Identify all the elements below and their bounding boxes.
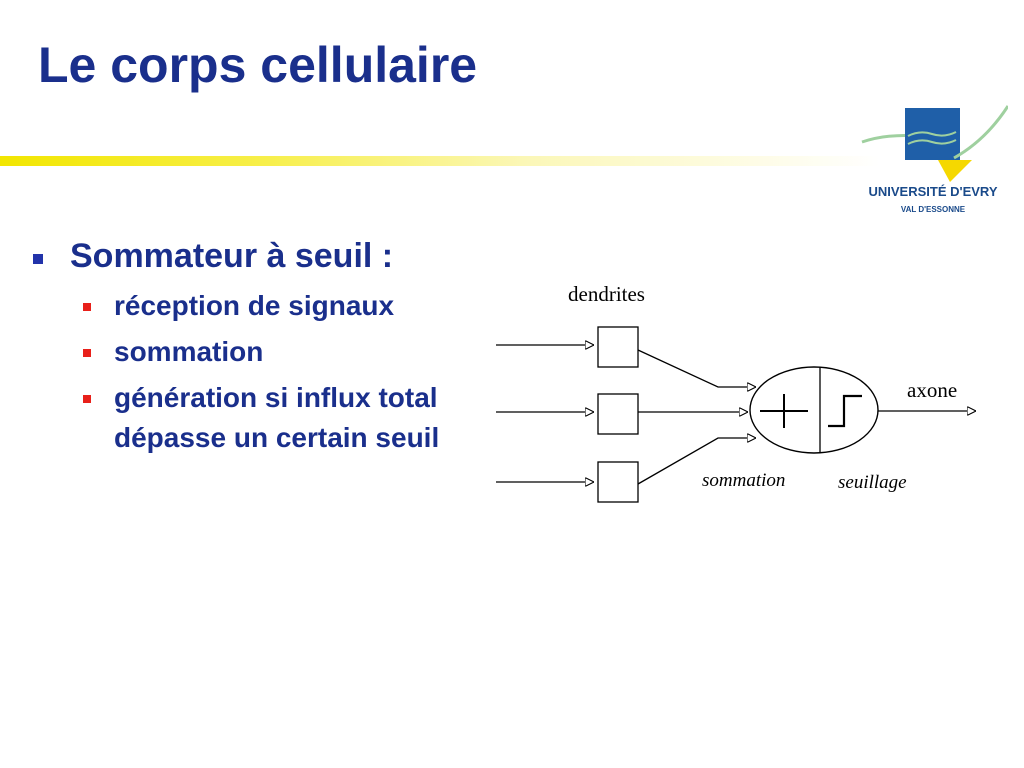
connector-3 <box>637 438 756 485</box>
logo-subname: VAL D'ESSONNE <box>900 205 966 214</box>
bullet-item-generation: génération si influx total dépasse un ce… <box>83 378 480 458</box>
title-underline <box>0 156 880 166</box>
university-logo <box>861 105 1008 182</box>
label-axone: axone <box>907 378 957 402</box>
plus-icon <box>760 394 808 428</box>
step-function-icon <box>828 394 862 428</box>
neuron-body <box>749 366 879 454</box>
label-seuillage: seuillage <box>838 472 907 493</box>
slide-title: Le corps cellulaire <box>38 37 478 93</box>
connector-1 <box>637 349 756 387</box>
dendrite-box-3 <box>597 461 639 503</box>
bullet-list: Sommateur à seuil : réception de signaux… <box>30 232 480 458</box>
neuron-diagram: dendrites axone sommation seuillage <box>496 282 976 503</box>
bullet-main: Sommateur à seuil : <box>30 232 480 280</box>
bullet-item-reception: réception de signaux <box>83 286 480 326</box>
dendrite-box-1 <box>597 326 639 368</box>
logo-name: UNIVERSITÉ D'EVRY <box>868 184 998 199</box>
label-sommation: sommation <box>702 470 785 491</box>
dendrite-box-2 <box>597 393 639 435</box>
bullet-item-sommation: sommation <box>83 332 480 372</box>
label-dendrites: dendrites <box>568 282 645 306</box>
